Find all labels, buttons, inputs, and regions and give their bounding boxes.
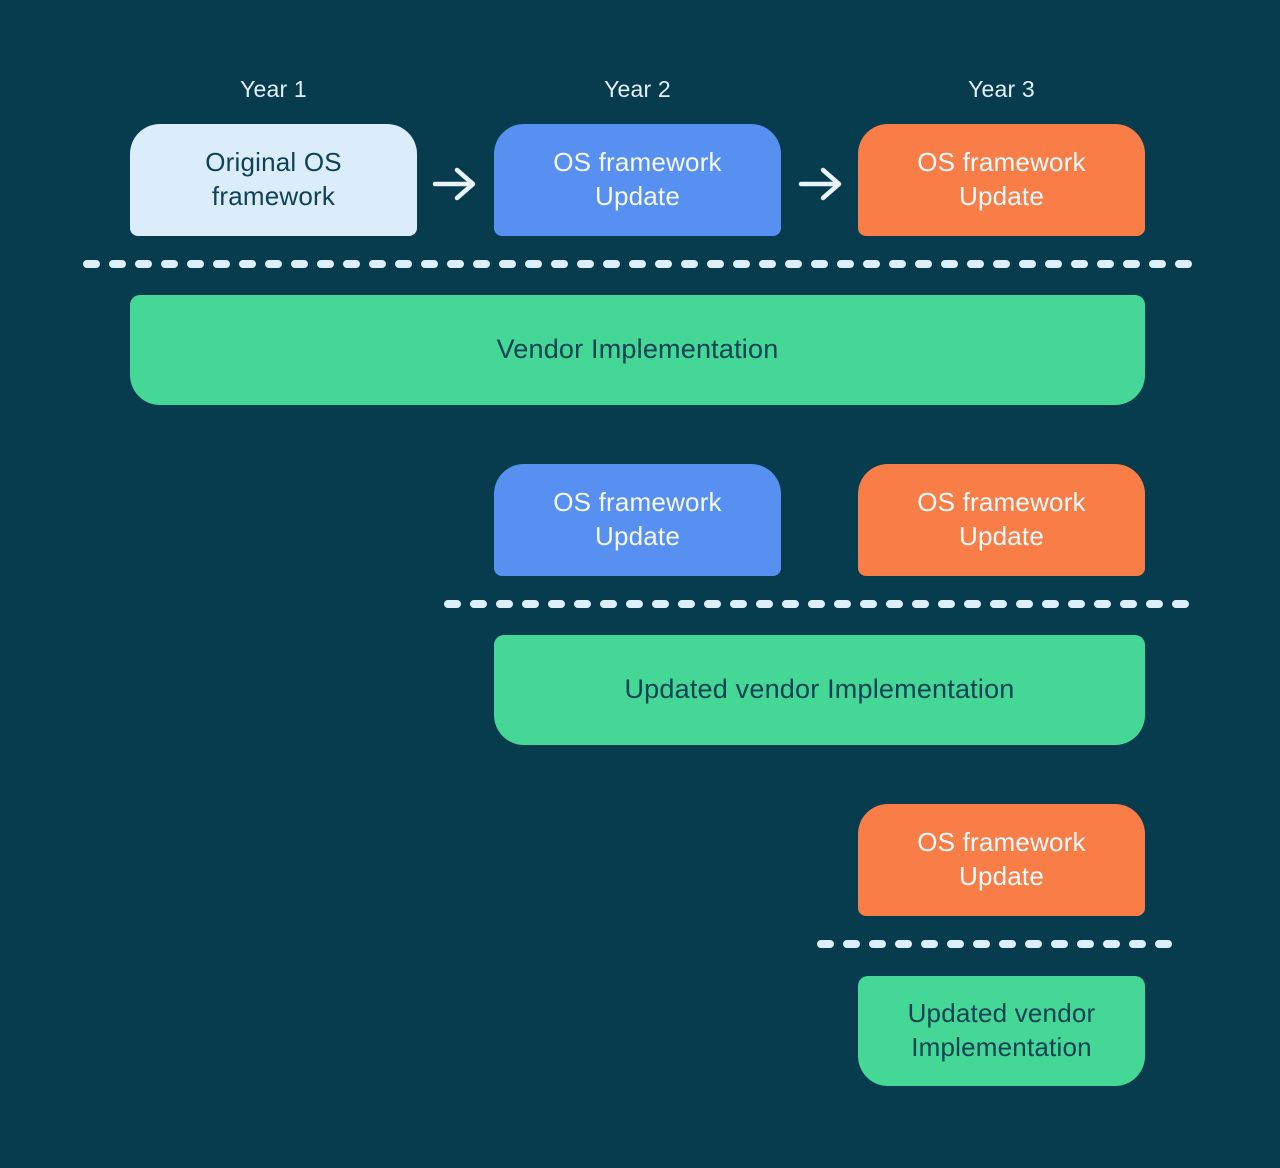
year-2-label: Year 2	[604, 76, 671, 102]
os-framework-update-year2-box: OS framework Update	[494, 124, 781, 236]
os-framework-update-year2-box: OS framework Update	[494, 464, 781, 576]
updated-vendor-implementation-box: Updated vendor Implementation	[858, 976, 1145, 1086]
vendor-implementation-box: Vendor Implementation	[130, 295, 1145, 405]
arrow-right-icon	[797, 162, 845, 206]
year-3-label: Year 3	[968, 76, 1035, 102]
original-os-framework-box: Original OS framework	[130, 124, 417, 236]
os-framework-update-year3-box: OS framework Update	[858, 464, 1145, 576]
dashed-separator	[444, 600, 1193, 608]
updated-vendor-implementation-box: Updated vendor Implementation	[494, 635, 1145, 745]
os-framework-update-year3-box: OS framework Update	[858, 124, 1145, 236]
arrow-right-icon	[431, 162, 479, 206]
os-framework-update-year3-box: OS framework Update	[858, 804, 1145, 916]
dashed-separator	[83, 260, 1195, 268]
dashed-separator	[817, 940, 1188, 948]
year-1-label: Year 1	[240, 76, 307, 102]
